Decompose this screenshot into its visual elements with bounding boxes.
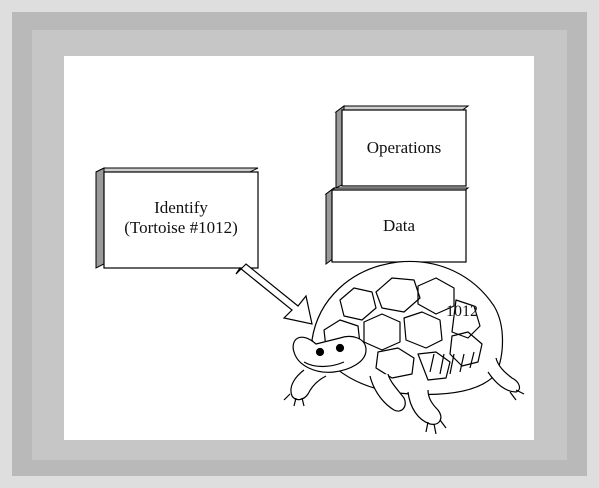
identify-box [95,167,259,269]
operations-box [334,105,470,189]
identify-label-line2: (Tortoise #1012) [124,218,238,237]
identify-label-line1: Identify [154,198,208,217]
identify-arrow [235,263,313,325]
tortoise-illustration [283,260,525,435]
data-label: Data [382,216,416,235]
shell-number-label: 1012 [446,303,478,320]
operations-label: Operations [366,138,442,157]
identify-label: Identify (Tortoise #1012) [104,198,258,238]
